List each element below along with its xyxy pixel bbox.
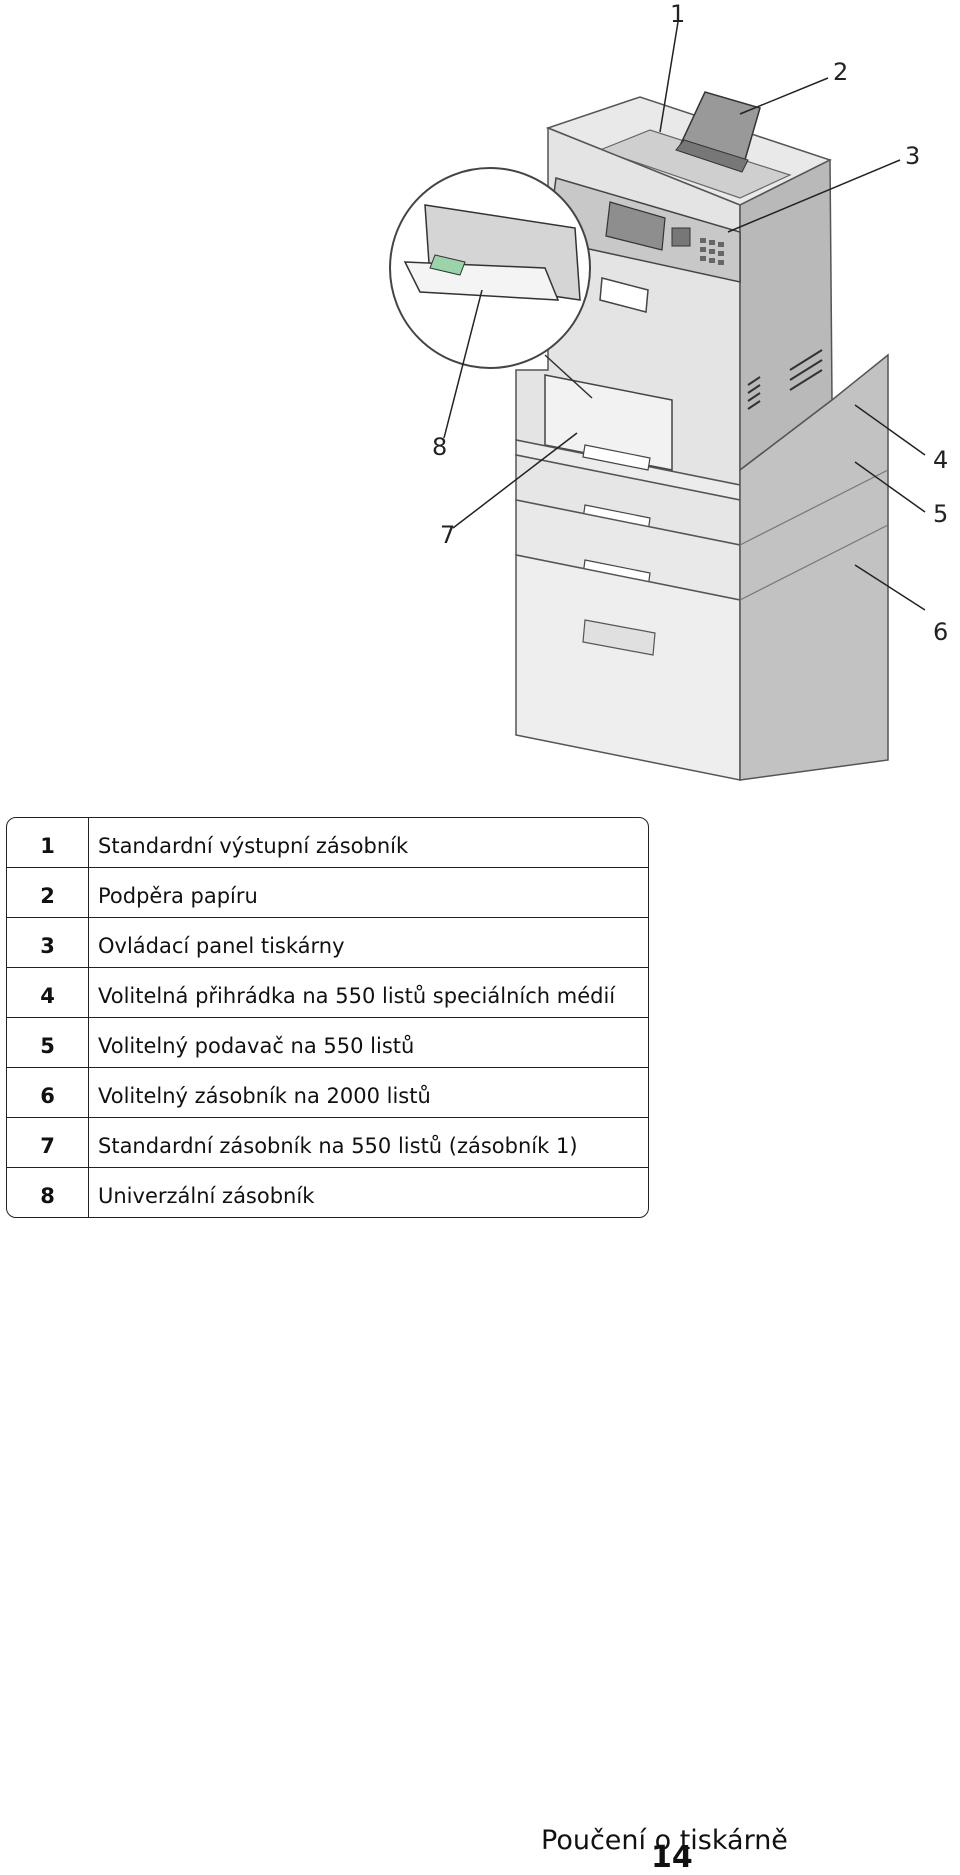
- legend-description: Standardní zásobník na 550 listů (zásobn…: [98, 1133, 578, 1158]
- mp-feeder-guide: [429, 254, 466, 276]
- legend-table: 1 Standardní výstupní zásobník 2 Podpěra…: [6, 817, 649, 1218]
- legend-description: Ovládací panel tiskárny: [98, 933, 345, 958]
- legend-row: 2 Podpěra papíru: [7, 867, 648, 917]
- legend-number: 3: [7, 918, 89, 967]
- callout-3: 3: [905, 142, 920, 170]
- callout-7: 7: [440, 521, 455, 549]
- legend-row: 1 Standardní výstupní zásobník: [7, 818, 648, 867]
- paper-support-base: [675, 139, 749, 173]
- legend-description: Volitelný podavač na 550 listů: [98, 1033, 415, 1058]
- legend-description: Univerzální zásobník: [98, 1183, 315, 1208]
- legend-number: 1: [7, 818, 89, 867]
- panel-display: [605, 201, 666, 251]
- legend-row: 8 Univerzální zásobník: [7, 1167, 648, 1217]
- side-vents: [747, 349, 823, 410]
- legend-description: Podpěra papíru: [98, 883, 258, 908]
- legend-row: 7 Standardní zásobník na 550 listů (záso…: [7, 1117, 648, 1167]
- legend-number: 6: [7, 1068, 89, 1117]
- legend-number: 2: [7, 868, 89, 917]
- legend-row: 5 Volitelný podavač na 550 listů: [7, 1017, 648, 1067]
- legend-description: Volitelný zásobník na 2000 listů: [98, 1083, 431, 1108]
- legend-row: 4 Volitelná přihrádka na 550 listů speci…: [7, 967, 648, 1017]
- legend-number: 5: [7, 1018, 89, 1067]
- output-bin: [598, 129, 792, 199]
- legend-description: Standardní výstupní zásobník: [98, 833, 409, 858]
- legend-number: 4: [7, 968, 89, 1017]
- page-number: 14: [651, 1840, 693, 1875]
- callout-8: 8: [432, 433, 447, 461]
- panel-nav-button: [671, 227, 691, 247]
- callout-5: 5: [933, 500, 948, 528]
- callout-2: 2: [833, 58, 848, 86]
- callout-lines: [443, 21, 926, 611]
- printer-illustration: 1 2 3 4 5 6 7 8: [389, 0, 948, 781]
- legend-row: 3 Ovládací panel tiskárny: [7, 917, 648, 967]
- front-door-handle: [599, 277, 649, 313]
- section-title: Poučení o tiskárně: [541, 1825, 788, 1856]
- tray-2000-handle: [582, 619, 656, 656]
- callout-4: 4: [933, 446, 948, 474]
- lower-units-side: [739, 353, 889, 781]
- legend-number: 7: [7, 1118, 89, 1167]
- legend-number: 8: [7, 1168, 89, 1217]
- panel-keypad: [700, 238, 724, 265]
- legend-description: Volitelná přihrádka na 550 listů speciál…: [98, 983, 616, 1008]
- mp-feeder-door: [544, 374, 673, 471]
- callout-6: 6: [933, 618, 948, 646]
- tray-1-handle: [582, 444, 651, 471]
- callout-1: 1: [670, 0, 685, 28]
- legend-row: 6 Volitelný zásobník na 2000 listů: [7, 1067, 648, 1117]
